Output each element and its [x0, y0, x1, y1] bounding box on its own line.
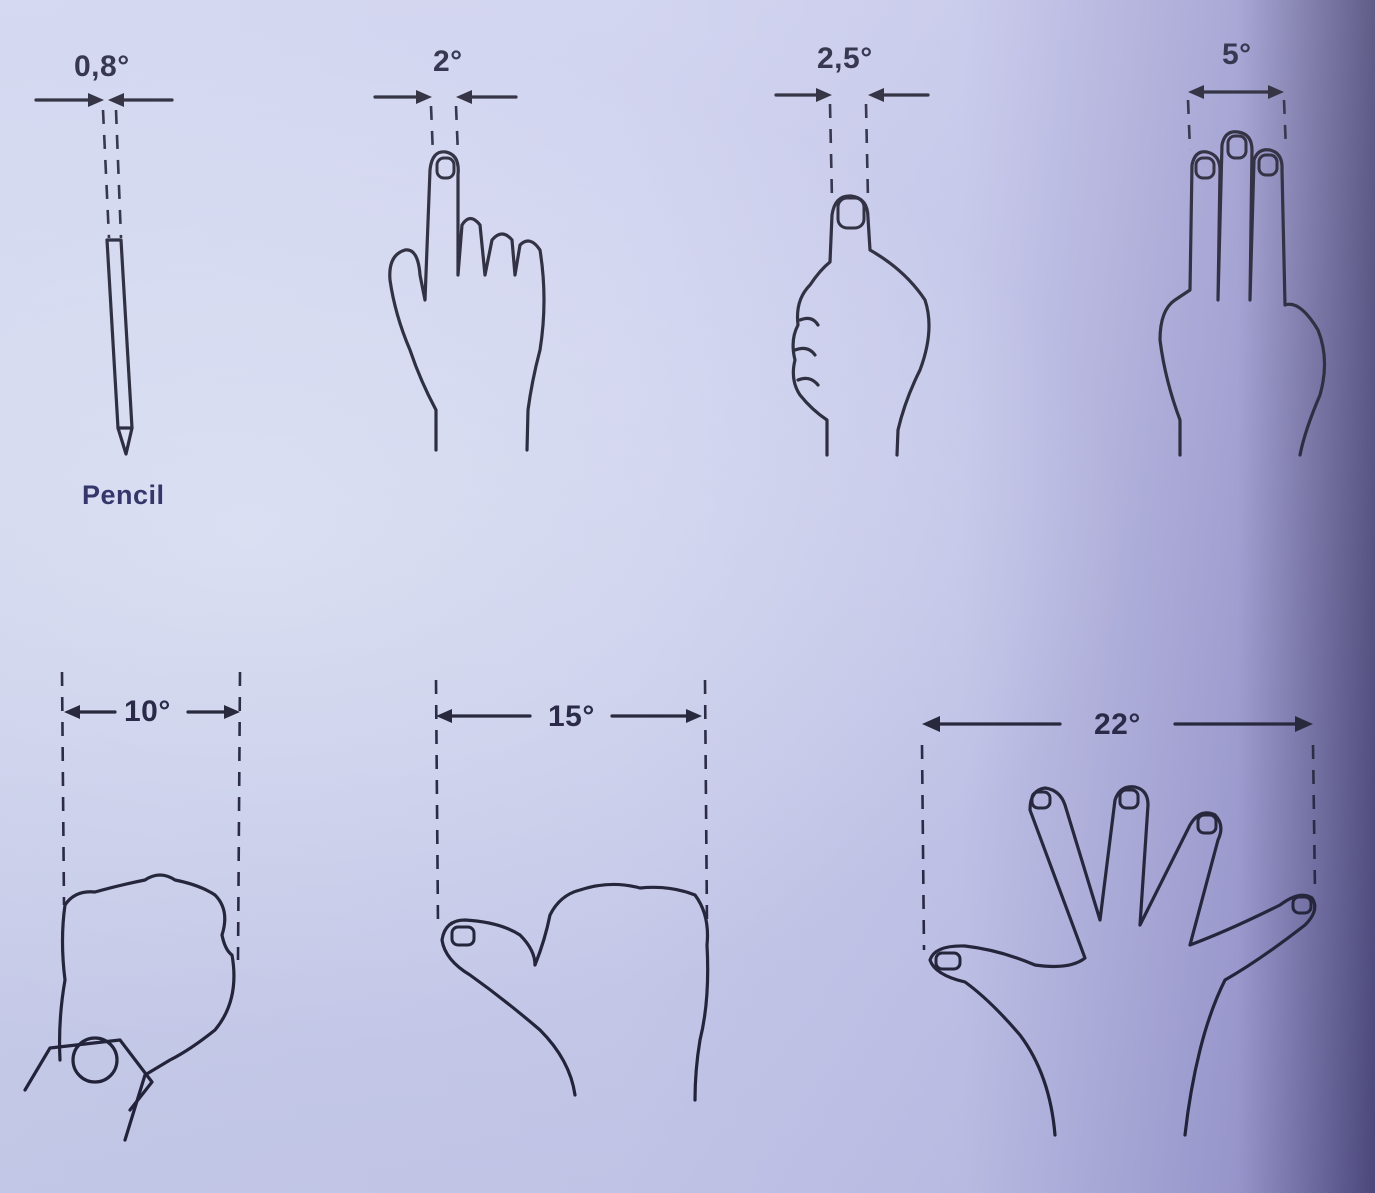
angle-label-2: 2°: [433, 45, 463, 79]
angle-label-10: 10°: [124, 695, 171, 729]
angle-label-2-5: 2,5°: [817, 42, 873, 76]
thumb-figure: [776, 88, 929, 455]
pencil-caption: Pencil: [82, 480, 165, 511]
open-hand-figure: [922, 716, 1315, 1135]
angle-label-0-8: 0,8°: [74, 50, 130, 84]
pencil-figure: [36, 93, 172, 454]
angle-label-15: 15°: [548, 700, 595, 734]
fist-thumb-figure: [436, 680, 708, 1100]
index-finger-figure: [375, 90, 544, 450]
angle-label-22: 22°: [1094, 708, 1141, 742]
fist-figure: [25, 672, 240, 1140]
angle-label-5: 5°: [1222, 38, 1252, 72]
three-fingers-figure: [1160, 85, 1325, 455]
